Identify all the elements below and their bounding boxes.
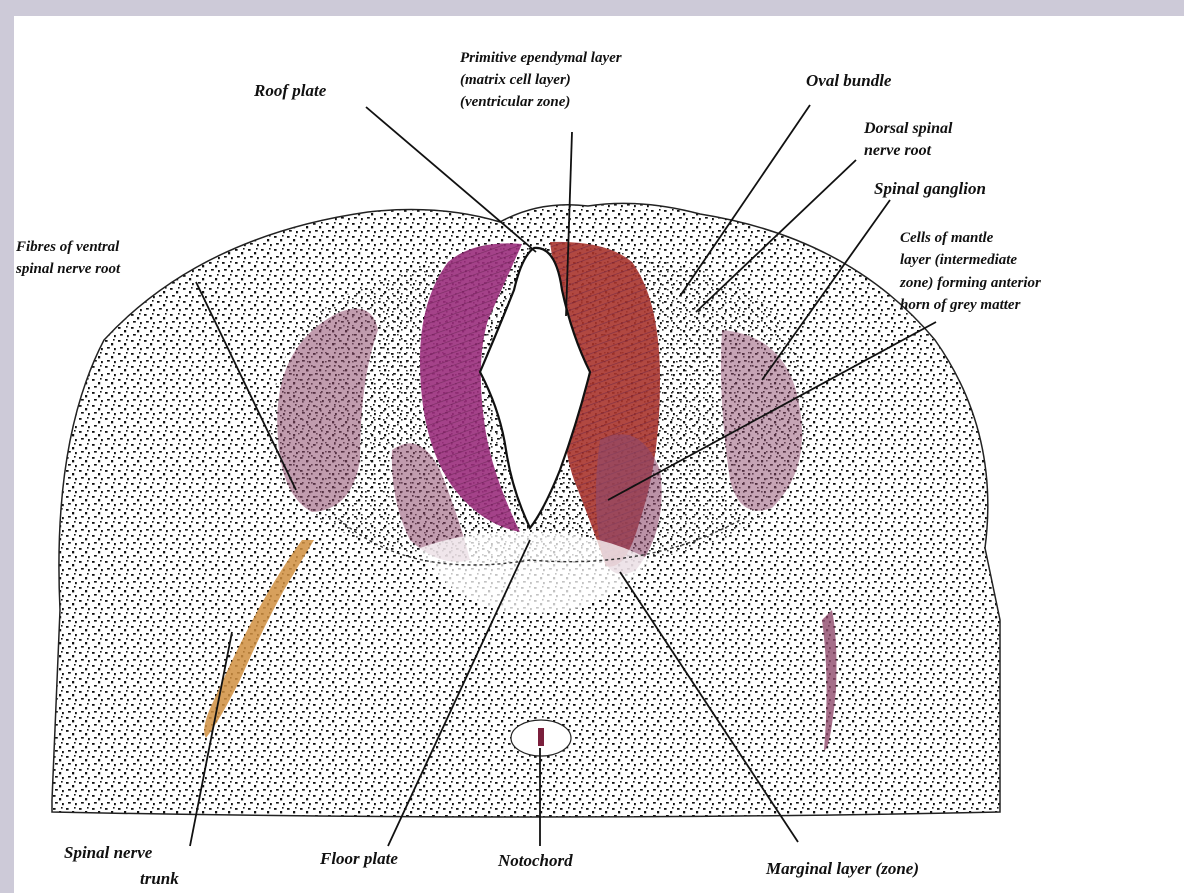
label-dorsal-root-1: Dorsal spinal: [863, 120, 953, 137]
label-ventral-root-2: spinal nerve root: [15, 261, 121, 277]
label-ependymal-2: (matrix cell layer): [460, 72, 571, 88]
label-ependymal-3: (ventricular zone): [460, 94, 570, 110]
label-mantle-2: layer (intermediate: [900, 252, 1017, 268]
notochord-core: [538, 728, 544, 746]
label-nerve-trunk-2: trunk: [140, 869, 179, 888]
label-mantle-3: zone) forming anterior: [899, 275, 1041, 291]
label-oval-bundle: Oval bundle: [806, 71, 892, 90]
label-marginal-layer: Marginal layer (zone): [765, 859, 919, 878]
label-dorsal-root-2: nerve root: [864, 142, 932, 159]
label-notochord: Notochord: [497, 851, 573, 870]
label-roof-plate: Roof plate: [253, 81, 327, 100]
label-floor-plate: Floor plate: [319, 849, 398, 868]
label-ependymal-1: Primitive ependymal layer: [460, 50, 622, 66]
label-mantle-1: Cells of mantle: [900, 230, 994, 246]
label-mantle-4: horn of grey matter: [900, 297, 1021, 313]
label-nerve-trunk-1: Spinal nerve: [64, 843, 153, 862]
label-ventral-root-1: Fibres of ventral: [15, 239, 120, 255]
label-spinal-ganglion: Spinal ganglion: [874, 179, 986, 198]
